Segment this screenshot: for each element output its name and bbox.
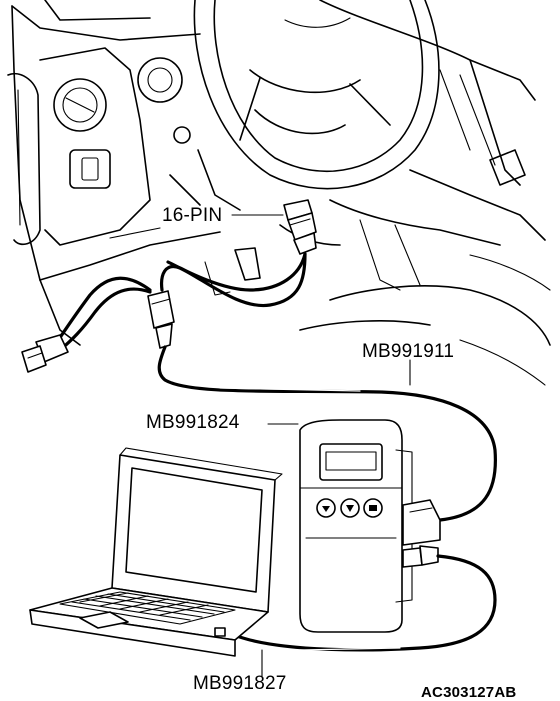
label-mb991911: MB991911: [362, 341, 455, 362]
obd-connector-16pin: [231, 199, 317, 255]
laptop-pc: [29, 447, 283, 657]
cable-mb991827: [218, 554, 497, 673]
interface-mb991824: [267, 419, 441, 633]
harness-mb991911: [21, 252, 498, 522]
figure-id: AC303127AB: [421, 684, 517, 701]
label-mb991824: MB991824: [146, 412, 240, 433]
dashboard-drawing: [7, 0, 551, 386]
label-mb991827: MB991827: [193, 673, 287, 694]
label-16-pin: 16-PIN: [162, 205, 223, 226]
